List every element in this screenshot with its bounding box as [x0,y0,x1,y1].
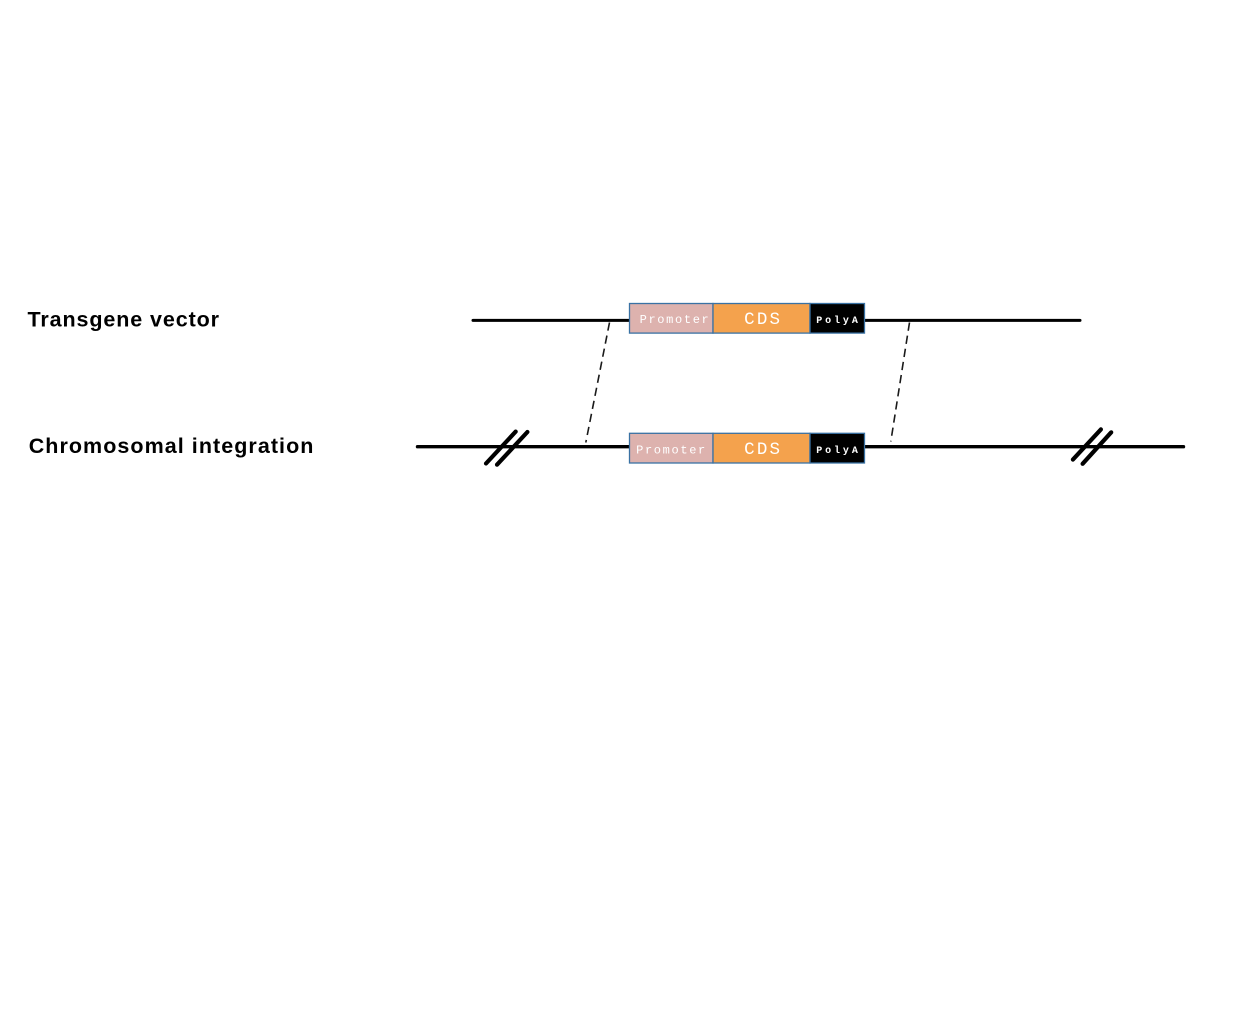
svg-text:PolyA: PolyA [816,445,861,457]
svg-text:PolyA: PolyA [816,315,861,327]
svg-text:Transgene vector: Transgene vector [28,307,220,331]
svg-text:CDS: CDS [744,440,782,460]
svg-text:Chromosomal integration: Chromosomal integration [29,434,315,458]
svg-text:Promoter: Promoter [640,313,711,327]
svg-text:CDS: CDS [744,310,782,330]
svg-text:Promoter: Promoter [636,443,707,457]
